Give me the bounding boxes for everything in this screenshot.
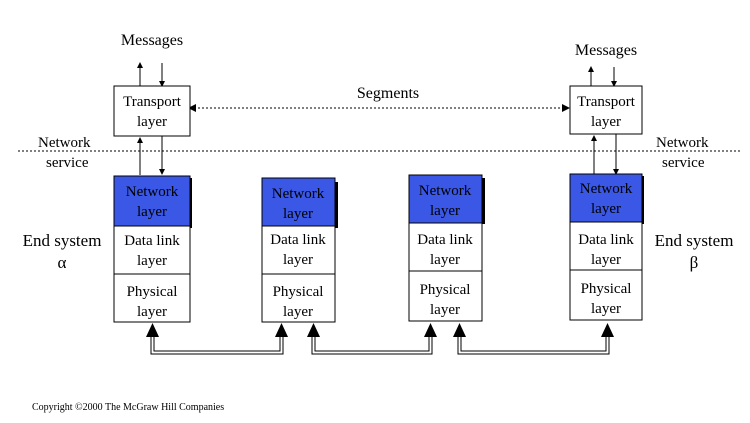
- transport-layer-box-left: [113, 85, 191, 137]
- physical-layer-box-right: [569, 269, 643, 321]
- link-2-outer: [311, 336, 433, 355]
- data-link-layer-label-right-2: layer: [591, 252, 621, 268]
- network-layer-box-left: [113, 175, 191, 227]
- network-layer-label-r1-2: layer: [283, 206, 313, 222]
- link-1-inner: [153, 336, 281, 352]
- physical-layer-label-right-1: Physical: [581, 281, 632, 297]
- data-link-layer-label-right-1: Data link: [578, 232, 634, 248]
- data-link-layer-label-r2-2: layer: [430, 252, 460, 268]
- physical-layer-label-r1-2: layer: [283, 304, 313, 320]
- stack-router-1: Network layer Data link layer Physical l…: [261, 177, 338, 323]
- end-system-alpha-label: End system: [23, 231, 102, 250]
- network-service-left-1: Network: [38, 135, 91, 151]
- network-service-left-2: service: [46, 155, 89, 171]
- physical-layer-box-r2: [408, 270, 483, 322]
- messages-label-right: Messages: [575, 42, 637, 59]
- copyright-text: Copyright ©2000 The McGraw Hill Companie…: [32, 402, 224, 413]
- segments-label: Segments: [357, 85, 419, 102]
- link-2-inner: [314, 336, 430, 352]
- data-link-layer-label-r2-1: Data link: [417, 232, 473, 248]
- physical-links: [150, 336, 610, 355]
- end-system-alpha-symbol: α: [58, 253, 67, 272]
- stack-end-system-alpha: Transport layer Network layer Data link …: [113, 85, 192, 323]
- network-layer-label-right-1: Network: [580, 181, 633, 197]
- physical-layer-label-r1-1: Physical: [273, 284, 324, 300]
- physical-layer-label-left-2: layer: [137, 304, 167, 320]
- transport-layer-label-left-2: layer: [137, 114, 167, 130]
- link-2-arrowhead-right: [424, 323, 437, 337]
- transport-layer-label-right-2: layer: [591, 114, 621, 130]
- network-layer-label-left-1: Network: [126, 184, 179, 200]
- messages-label-left: Messages: [121, 32, 183, 49]
- network-layer-box-r2: [408, 174, 483, 224]
- physical-layer-box-left: [113, 273, 191, 323]
- physical-layer-label-r2-1: Physical: [420, 282, 471, 298]
- data-link-layer-box-r1: [261, 225, 336, 275]
- data-link-layer-box-left: [113, 225, 191, 275]
- physical-layer-label-left-1: Physical: [127, 284, 178, 300]
- network-layer-label-left-2: layer: [137, 204, 167, 220]
- segments-arrowhead-right: [562, 104, 570, 112]
- network-layer-label-r1-1: Network: [272, 186, 325, 202]
- data-link-layer-label-r1-2: layer: [283, 252, 313, 268]
- transport-layer-box-right: [569, 85, 643, 135]
- transport-layer-label-left-1: Transport: [123, 94, 182, 110]
- link-1-outer: [150, 336, 284, 355]
- physical-layer-label-r2-2: layer: [430, 302, 460, 318]
- data-link-layer-label-r1-1: Data link: [270, 232, 326, 248]
- data-link-layer-label-left-1: Data link: [124, 233, 180, 249]
- link-3-arrowhead-left: [453, 323, 466, 337]
- transport-layer-label-right-1: Transport: [577, 94, 636, 110]
- physical-link-arrowheads: [146, 323, 614, 337]
- stack-router-2: Network layer Data link layer Physical l…: [408, 174, 485, 322]
- network-layer-label-r2-1: Network: [419, 183, 472, 199]
- network-service-right-2: service: [662, 155, 705, 171]
- link-1-arrowhead-left: [146, 323, 159, 337]
- link-3-arrowhead-right: [601, 323, 614, 337]
- network-layer-label-r2-2: layer: [430, 203, 460, 219]
- link-2-arrowhead-left: [307, 323, 320, 337]
- network-layer-box-right: [569, 173, 643, 223]
- link-3-outer: [457, 336, 610, 355]
- link-3-inner: [460, 336, 607, 352]
- end-system-beta-label: End system: [655, 231, 734, 250]
- end-system-beta-symbol: β: [690, 253, 699, 272]
- segments-arrowhead-left: [188, 104, 196, 112]
- network-layer-label-right-2: layer: [591, 201, 621, 217]
- physical-layer-box-r1: [261, 273, 336, 323]
- stack-end-system-beta: Transport layer Network layer Data link …: [569, 85, 644, 321]
- data-link-layer-box-right: [569, 221, 643, 271]
- physical-layer-label-right-2: layer: [591, 301, 621, 317]
- network-layer-box-r1: [261, 177, 336, 227]
- network-service-right-1: Network: [656, 135, 709, 151]
- data-link-layer-label-left-2: layer: [137, 253, 167, 269]
- link-1-arrowhead-right: [275, 323, 288, 337]
